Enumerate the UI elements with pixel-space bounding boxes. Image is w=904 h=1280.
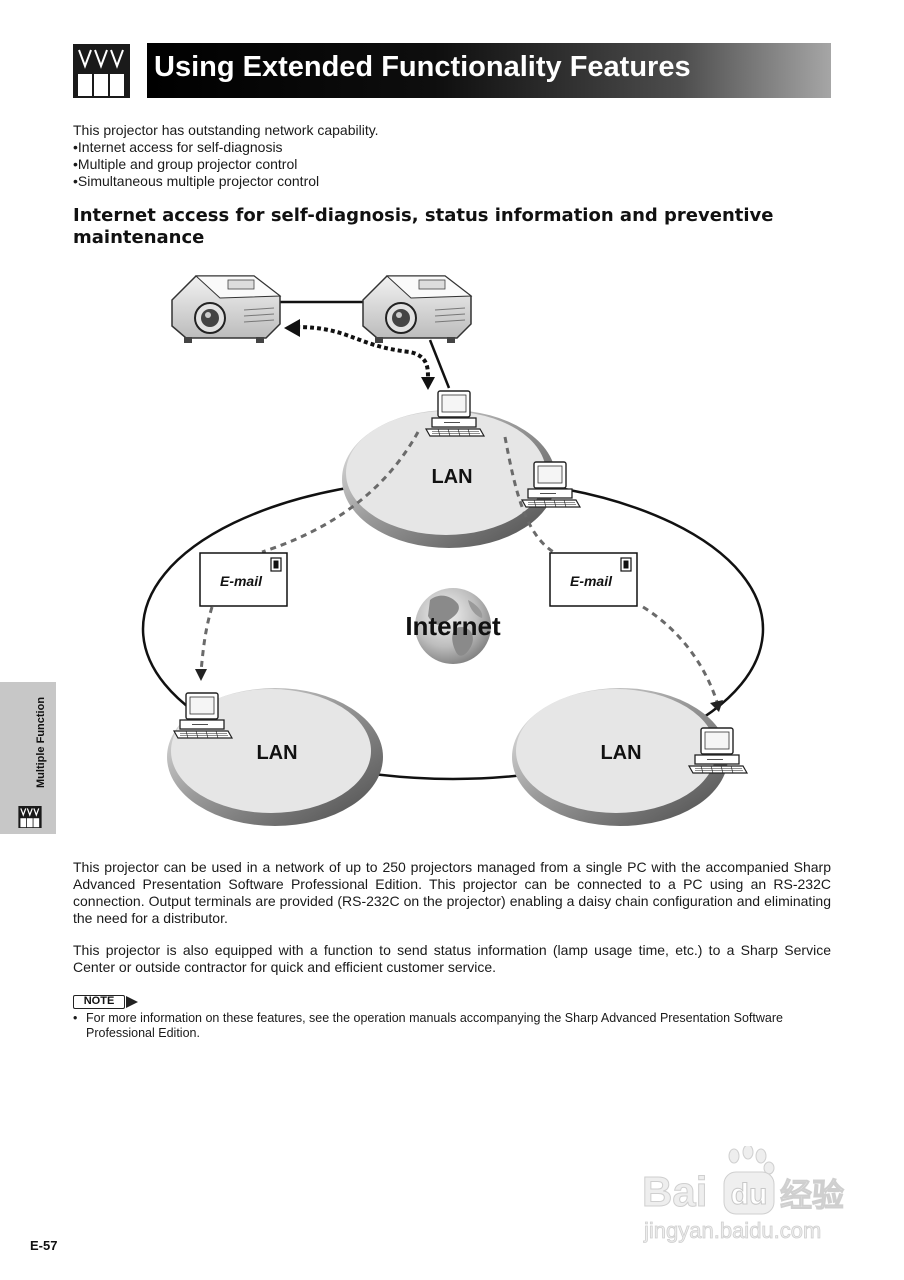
body-paragraph: This projector can be used in a network … [73,859,831,926]
email-label: E-mail [220,573,263,589]
title-bar: Using Extended Functionality Features [147,43,831,98]
baidu-watermark-logo: Bai du 经验 jingyan.baidu.com [642,1146,845,1243]
note-arrow-icon [126,996,138,1008]
status-link [284,319,435,390]
svg-text:du: du [731,1178,768,1211]
multi-projector-icon [18,806,42,828]
email-label: E-mail [570,573,613,589]
intro-lead: This projector has outstanding network c… [73,122,379,138]
projector-icon [171,275,281,344]
feature-item: Simultaneous multiple projector control [73,173,379,190]
note-bullet: • [73,1011,78,1025]
note-body: For more information on these features, … [86,1011,783,1040]
lan-right: LAN [512,688,728,826]
projector-icon [362,275,472,344]
network-diagram: LAN LAN LAN E-mail [141,275,765,826]
page-title: Using Extended Functionality Features [154,51,691,83]
lan-label: LAN [256,742,297,764]
note-badge: NOTE [73,995,125,1009]
lan-label: LAN [431,466,472,488]
svg-text:经验: 经验 [780,1176,844,1214]
svg-text:Bai: Bai [642,1168,707,1215]
svg-text:jingyan.baidu.com: jingyan.baidu.com [643,1218,821,1243]
side-tab-label: Multiple Function [35,696,47,788]
lan-top: LAN [342,410,556,548]
envelope-icon: E-mail [549,552,638,607]
internet-label: Internet [405,611,501,641]
multi-projector-icon [73,44,130,98]
globe-icon [415,588,491,664]
envelope-icon: E-mail [199,552,288,607]
lan-label: LAN [600,742,641,764]
feature-list: Internet access for self-diagnosis Multi… [73,139,379,190]
feature-item: Multiple and group projector control [73,156,379,173]
side-tab: Multiple Function [0,682,56,834]
feature-item: Internet access for self-diagnosis [73,139,379,156]
note-text: • For more information on these features… [73,1011,833,1041]
body-paragraph: This projector is also equipped with a f… [73,942,831,975]
page-number: E-57 [30,1238,58,1253]
section-heading: Internet access for self-diagnosis, stat… [73,205,774,248]
intro-block: This projector has outstanding network c… [73,122,379,190]
